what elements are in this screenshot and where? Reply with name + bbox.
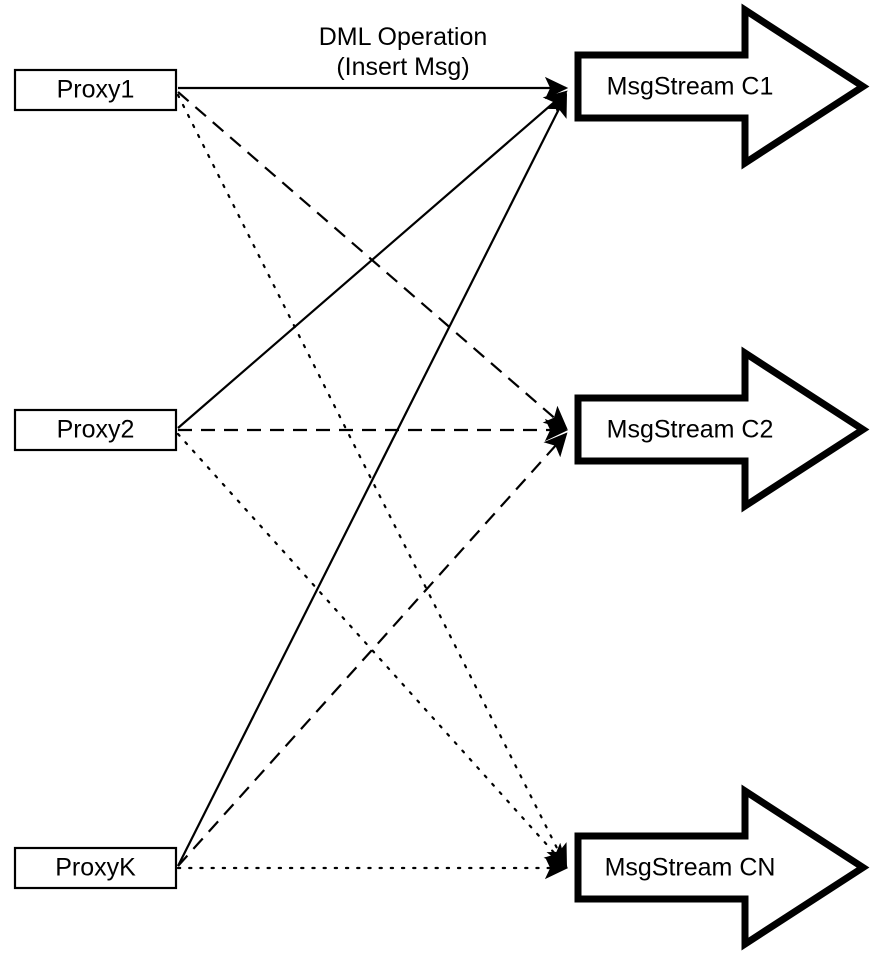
connection-p2-c1	[177, 90, 568, 429]
msgstream-label-cn: MsgStream CN	[605, 854, 776, 882]
connection-p2-cn	[176, 432, 568, 868]
proxy-box-proxy1	[13, 68, 178, 112]
connection-pk-c2	[177, 432, 568, 867]
msgstream-c2[interactable]: MsgStream C2	[574, 346, 870, 513]
proxy-label-proxy2: Proxy2	[57, 416, 135, 444]
proxy-label-proxy1: Proxy1	[57, 76, 135, 104]
msgstream-arrow-shape-cn	[574, 784, 870, 951]
connection-pk-c1	[177, 93, 567, 867]
proxy-box-proxy2	[13, 408, 178, 452]
dml-operation-caption-line1: DML Operation	[319, 23, 488, 51]
msgstream-arrow-shape-c1	[574, 3, 870, 170]
msgstream-group: MsgStream C1 MsgStream C2 MsgStream CN	[574, 3, 870, 951]
connections-layer	[176, 76, 569, 880]
edge-caption-group: DML Operation (Insert Msg)	[319, 23, 488, 81]
msgstream-label-c2: MsgStream C2	[607, 416, 774, 444]
proxy-node-proxy2[interactable]: Proxy2	[13, 408, 178, 452]
proxy-node-proxyK[interactable]: ProxyK	[13, 846, 178, 890]
msgstream-label-c1: MsgStream C1	[607, 73, 774, 101]
msgstream-cn[interactable]: MsgStream CN	[574, 784, 870, 951]
proxy-box-proxyK	[13, 846, 178, 890]
proxy-node-proxy1[interactable]: Proxy1	[13, 68, 178, 112]
msgstream-arrow-shape-c2	[574, 346, 870, 513]
connection-p1-cn	[176, 93, 568, 868]
dml-operation-caption-line2: (Insert Msg)	[336, 53, 469, 81]
msgstream-c1[interactable]: MsgStream C1	[574, 3, 870, 170]
proxy-label-proxyK: ProxyK	[55, 854, 136, 882]
